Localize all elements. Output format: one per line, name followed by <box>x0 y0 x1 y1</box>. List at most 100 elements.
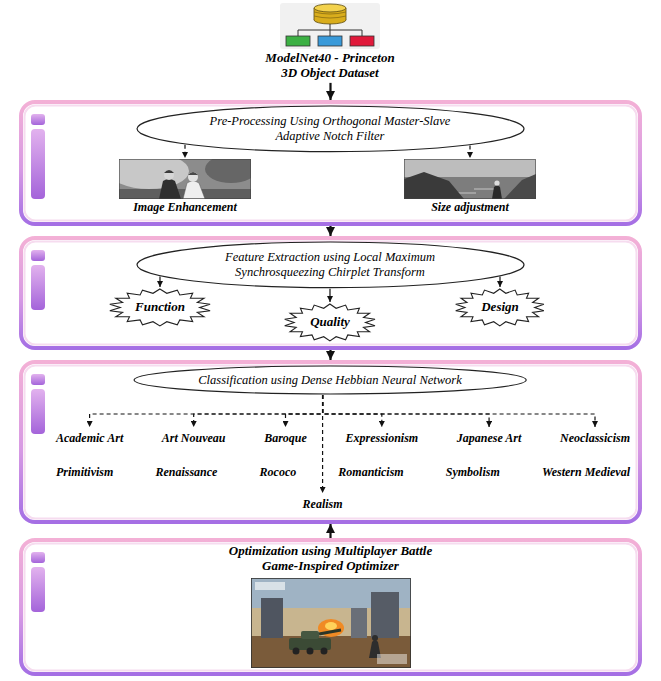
rect-shape <box>318 36 342 46</box>
node-text: Japanese Art <box>457 432 522 446</box>
connector-arrow <box>329 289 330 302</box>
circle-shape <box>164 170 174 180</box>
circle-shape <box>292 648 299 655</box>
rect-shape <box>280 3 380 49</box>
circle-shape <box>372 635 378 641</box>
circle-shape <box>320 648 327 655</box>
path-shape <box>492 186 502 200</box>
connector-arrow <box>469 145 470 158</box>
ellipse-shape <box>325 622 337 630</box>
stage-panel: Optimization using Multiplayer Battle Ga… <box>19 538 642 676</box>
output-thumbnail: Size adjustment <box>402 159 538 217</box>
ellipse-shape <box>205 159 251 183</box>
rect-shape <box>371 592 399 638</box>
dataset-node: ModelNet40 - Princeton 3D Object Dataset <box>257 3 404 83</box>
rect-shape <box>377 654 407 664</box>
class-label: Realism <box>300 494 346 510</box>
connector-arrow <box>329 226 331 236</box>
connector-arrow <box>329 83 331 100</box>
rect-shape <box>255 582 285 590</box>
class-label: Symbolism <box>443 462 503 478</box>
process-ellipse: Feature Extraction using Local Maximum S… <box>136 241 525 289</box>
path-shape <box>159 179 181 199</box>
ellipse-shape <box>137 242 524 288</box>
connector-arrow <box>322 395 323 493</box>
rect-shape <box>286 36 310 46</box>
rect-shape <box>25 106 637 221</box>
node-text: Western Medieval <box>542 466 630 480</box>
connector-arrow <box>323 395 595 427</box>
node-text: Realism <box>303 498 343 512</box>
feature-starburst: Quality <box>283 303 377 342</box>
connector-arrow <box>323 395 489 427</box>
node-text: Pre-Processing Using Orthogonal Master-S… <box>200 114 460 143</box>
ellipse-shape <box>318 619 344 637</box>
photo-thumbnail <box>119 159 251 199</box>
polygon-shape <box>110 289 210 326</box>
rect-shape <box>25 544 637 671</box>
connector-arrow <box>184 145 185 158</box>
path-shape <box>188 172 198 175</box>
process-ellipse: Pre-Processing Using Orthogonal Master-S… <box>136 105 525 153</box>
ellipse-shape <box>314 4 346 12</box>
rect-shape <box>350 36 374 46</box>
node-text: Size adjustment <box>431 201 509 215</box>
polygon-shape <box>404 172 464 199</box>
polygon-shape <box>504 174 536 199</box>
process-ellipse: Classification using Dense Hebbian Neura… <box>133 365 527 395</box>
rect-shape <box>31 552 45 563</box>
rect-shape <box>301 631 319 639</box>
stage-panel: Pre-Processing Using Orthogonal Master-S… <box>19 100 642 226</box>
class-label: Renaissance <box>152 462 220 478</box>
node-text: Rococo <box>260 466 297 480</box>
node-text: Classification using Dense Hebbian Neura… <box>198 373 462 387</box>
connector-arrow <box>329 524 331 538</box>
rect-shape <box>21 540 640 674</box>
node-text: Neoclassicism <box>560 432 630 446</box>
photo-thumbnail <box>404 159 536 199</box>
node-text: Image Enhancement <box>133 201 237 215</box>
node-text: Optimization using Multiplayer Battle Ga… <box>226 544 436 574</box>
circle-shape <box>188 172 198 182</box>
ellipse-shape <box>137 106 524 152</box>
node-text: Baroque <box>264 432 307 446</box>
rect-shape <box>31 374 45 385</box>
node-text: Art Nouveau <box>162 432 226 446</box>
path-shape <box>298 24 362 36</box>
node-text: Renaissance <box>155 466 217 480</box>
node-text: Expressionism <box>345 432 418 446</box>
path-shape <box>319 630 341 634</box>
rect-shape <box>31 129 45 199</box>
connector-arrow <box>90 395 323 427</box>
class-label: Rococo <box>257 462 300 478</box>
stage-panel: Classification using Dense Hebbian Neura… <box>19 360 642 524</box>
node-text: Symbolism <box>446 466 500 480</box>
class-label: Primitivism <box>53 462 116 478</box>
node-text: Design <box>481 300 519 315</box>
ellipse-shape <box>119 159 189 189</box>
stage-panel: Feature Extraction using Local Maximum S… <box>19 236 642 350</box>
rect-shape <box>31 265 45 310</box>
path-shape <box>314 12 346 18</box>
circle-shape <box>306 648 313 655</box>
node-text: Function <box>135 300 185 315</box>
class-label: Academic Art <box>53 428 126 444</box>
rect-shape <box>31 114 45 125</box>
rect-shape <box>31 567 45 612</box>
rect-shape <box>21 362 640 522</box>
node-text: Quality <box>310 315 350 330</box>
feature-starburst: Design <box>454 288 546 327</box>
rect-shape <box>404 159 535 198</box>
class-label: Japanese Art <box>454 428 525 444</box>
connector-arrow <box>499 276 500 287</box>
rect-shape <box>251 578 411 668</box>
connector-arrow <box>159 276 160 287</box>
output-thumbnail: Image Enhancement <box>117 159 253 217</box>
ellipse-shape <box>134 366 526 394</box>
rect-shape <box>31 250 45 261</box>
path-shape <box>183 181 205 199</box>
class-label: Expressionism <box>342 428 421 444</box>
polygon-shape <box>456 289 544 326</box>
rect-shape <box>251 636 411 668</box>
